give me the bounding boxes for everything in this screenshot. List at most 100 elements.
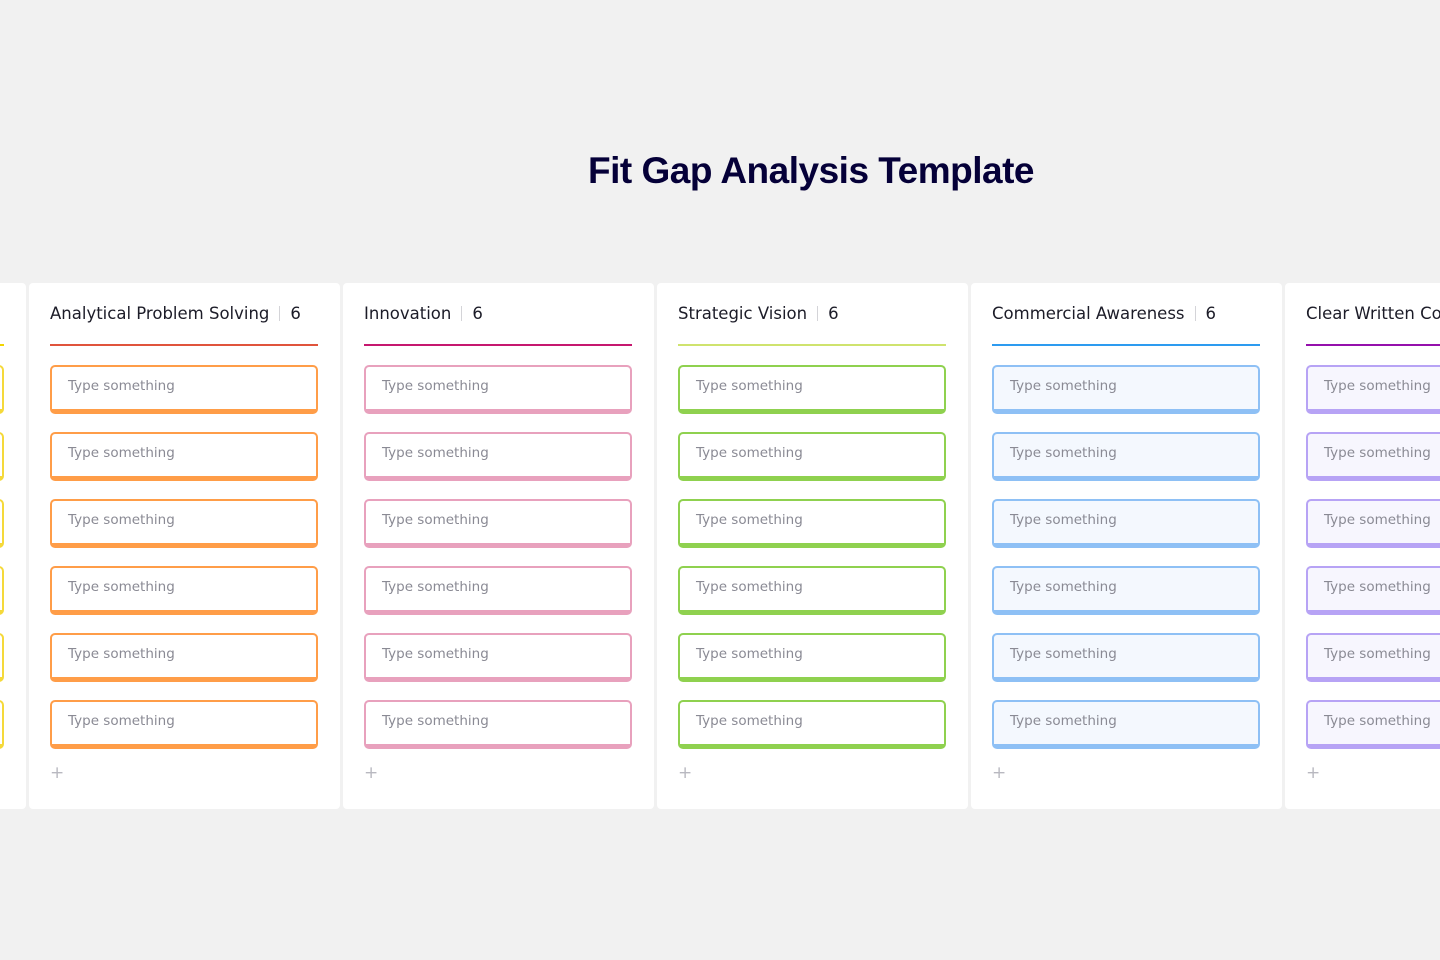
card[interactable]: Type something bbox=[364, 700, 632, 749]
card[interactable]: Type something bbox=[0, 499, 4, 548]
column-color-rule bbox=[0, 344, 4, 346]
card-placeholder-text: Type something bbox=[68, 578, 175, 595]
card[interactable]: Type something bbox=[50, 499, 318, 548]
card[interactable]: Type something bbox=[50, 633, 318, 682]
card[interactable]: Type something bbox=[678, 499, 946, 548]
card[interactable]: Type something bbox=[992, 700, 1260, 749]
card[interactable]: Type something bbox=[50, 365, 318, 414]
kanban-column: Clear Written Communication6Type somethi… bbox=[1285, 283, 1440, 809]
add-card-button[interactable]: + bbox=[50, 763, 65, 783]
card[interactable]: Type something bbox=[678, 566, 946, 615]
card[interactable]: Type something bbox=[992, 365, 1260, 414]
card[interactable]: Type something bbox=[992, 432, 1260, 481]
card-placeholder-text: Type something bbox=[382, 444, 489, 461]
card-placeholder-text: Type something bbox=[696, 645, 803, 662]
card[interactable]: Type something bbox=[364, 365, 632, 414]
card[interactable]: Type something bbox=[364, 432, 632, 481]
card-placeholder-text: Type something bbox=[696, 444, 803, 461]
card-placeholder-text: Type something bbox=[1324, 444, 1431, 461]
column-color-rule bbox=[992, 344, 1260, 346]
card[interactable]: Type something bbox=[992, 633, 1260, 682]
card[interactable]: Type something bbox=[678, 633, 946, 682]
add-card-button[interactable]: + bbox=[992, 763, 1007, 783]
card-placeholder-text: Type something bbox=[68, 645, 175, 662]
card-placeholder-text: Type something bbox=[696, 712, 803, 729]
add-card-button[interactable]: + bbox=[1306, 763, 1321, 783]
header-divider bbox=[1194, 306, 1196, 321]
card-placeholder-text: Type something bbox=[382, 511, 489, 528]
card-count: 6 bbox=[1205, 304, 1217, 323]
card-placeholder-text: Type something bbox=[1010, 511, 1117, 528]
column-header[interactable]: 6 bbox=[0, 283, 5, 344]
card[interactable]: Type something bbox=[364, 633, 632, 682]
card-placeholder-text: Type something bbox=[1010, 712, 1117, 729]
card-placeholder-text: Type something bbox=[68, 712, 175, 729]
card-count: 6 bbox=[828, 304, 839, 323]
card-placeholder-text: Type something bbox=[68, 377, 175, 394]
board-title: Fit Gap Analysis Template bbox=[587, 150, 1035, 191]
header-divider bbox=[279, 306, 281, 321]
card-placeholder-text: Type something bbox=[1324, 578, 1431, 595]
card[interactable]: Type something bbox=[678, 700, 946, 749]
card-placeholder-text: Type something bbox=[382, 578, 489, 595]
column-title[interactable]: Clear Written Communication bbox=[1306, 304, 1440, 323]
card[interactable]: Type something bbox=[0, 566, 4, 615]
card[interactable]: Type something bbox=[1306, 499, 1440, 548]
card[interactable]: Type something bbox=[992, 499, 1260, 548]
column-title[interactable]: Analytical Problem Solving bbox=[50, 304, 270, 323]
column-header[interactable]: Analytical Problem Solving 6 bbox=[50, 283, 319, 344]
card-placeholder-text: Type something bbox=[1010, 377, 1117, 394]
column-color-rule bbox=[678, 344, 946, 346]
column-color-rule bbox=[364, 344, 632, 346]
card[interactable]: Type something bbox=[1306, 432, 1440, 481]
card[interactable]: Type something bbox=[50, 566, 318, 615]
column-color-rule bbox=[1306, 344, 1440, 346]
card[interactable]: Type something bbox=[50, 432, 318, 481]
card[interactable]: Type something bbox=[1306, 365, 1440, 414]
card-placeholder-text: Type something bbox=[1324, 712, 1431, 729]
card-placeholder-text: Type something bbox=[1010, 578, 1117, 595]
card-placeholder-text: Type something bbox=[382, 377, 489, 394]
column-header[interactable]: Innovation 6 bbox=[364, 283, 633, 344]
card[interactable]: Type something bbox=[364, 566, 632, 615]
column-header[interactable]: Clear Written Communication6 bbox=[1306, 283, 1440, 344]
card[interactable]: Type something bbox=[364, 499, 632, 548]
card-count: 6 bbox=[290, 304, 301, 323]
column-title[interactable]: Innovation bbox=[364, 304, 452, 323]
card-placeholder-text: Type something bbox=[68, 511, 175, 528]
card[interactable]: Type something bbox=[1306, 633, 1440, 682]
card[interactable]: Type something bbox=[1306, 700, 1440, 749]
card[interactable]: Type something bbox=[992, 566, 1260, 615]
column-color-rule bbox=[50, 344, 318, 346]
card[interactable]: Type something bbox=[0, 365, 4, 414]
card-placeholder-text: Type something bbox=[382, 712, 489, 729]
column-header[interactable]: Commercial Awareness 6 bbox=[992, 283, 1261, 344]
card-count: 6 bbox=[472, 304, 483, 323]
card-placeholder-text: Type something bbox=[68, 444, 175, 461]
column-title[interactable]: Strategic Vision bbox=[678, 304, 808, 323]
card-placeholder-text: Type something bbox=[696, 578, 803, 595]
add-card-button[interactable]: + bbox=[678, 763, 693, 783]
card-placeholder-text: Type something bbox=[696, 511, 803, 528]
card[interactable]: Type something bbox=[0, 633, 4, 682]
card[interactable]: Type something bbox=[0, 432, 4, 481]
card[interactable]: Type something bbox=[50, 700, 318, 749]
card-placeholder-text: Type something bbox=[382, 645, 489, 662]
card-placeholder-text: Type something bbox=[1324, 511, 1431, 528]
add-card-button[interactable]: + bbox=[364, 763, 379, 783]
card[interactable]: Type something bbox=[1306, 566, 1440, 615]
column-title[interactable]: Commercial Awareness bbox=[992, 304, 1185, 323]
card-placeholder-text: Type something bbox=[1010, 645, 1117, 662]
header-divider bbox=[461, 306, 463, 321]
card[interactable]: Type something bbox=[678, 432, 946, 481]
column-header[interactable]: Strategic Vision 6 bbox=[678, 283, 947, 344]
card-placeholder-text: Type something bbox=[1324, 377, 1431, 394]
card[interactable]: Type something bbox=[0, 700, 4, 749]
card[interactable]: Type something bbox=[678, 365, 946, 414]
